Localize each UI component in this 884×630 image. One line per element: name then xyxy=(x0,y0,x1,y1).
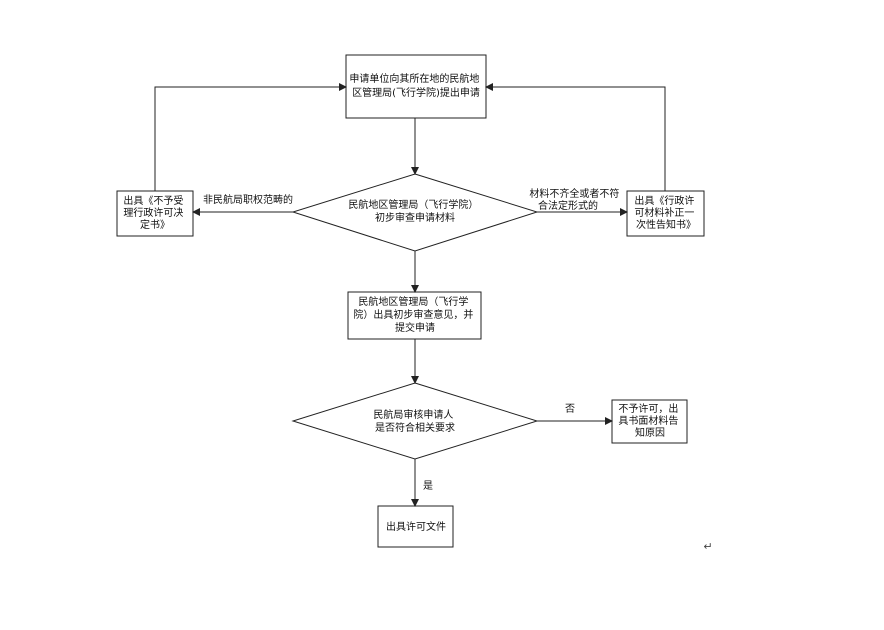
right-edge-label: 材料不齐全或者不符 合法定形式的 xyxy=(529,187,622,212)
apply-box xyxy=(345,54,487,119)
issue-text: 出具许可文件 xyxy=(386,520,446,533)
deny-text: 不予许可，出 具书面材料告 知原因 xyxy=(618,402,681,439)
opinion-text: 民航地区管理局（飞行学 院）出具初步审查意见，并 提交申请 xyxy=(353,295,476,334)
apply-text: 申请单位向其所在地的民航地 区管理局(飞行学院)提出申请 xyxy=(349,72,482,99)
reject-text: 出具《不予受 理行政许可决 定书》 xyxy=(123,194,186,231)
review-text: 民航地区管理局（飞行学院） 初步审查申请材料 xyxy=(348,198,481,224)
left-edge-label: 非民航局职权范畴的 xyxy=(203,193,293,206)
check-diamond xyxy=(291,382,539,460)
no-label: 否 xyxy=(565,403,575,415)
check-text: 民航局审核申请人 是否符合相关要求 xyxy=(373,408,456,434)
opinion-box xyxy=(347,291,482,340)
issue-box xyxy=(377,505,454,548)
reject-box xyxy=(116,190,194,237)
yes-label: 是 xyxy=(423,480,433,492)
edge-correction-to-apply xyxy=(485,83,666,191)
paragraph-mark: ↵ xyxy=(703,540,712,553)
edge-reject-to-apply xyxy=(154,83,347,191)
correction-text: 出具《行政许 可材料补正一 次性告知书》 xyxy=(634,194,697,231)
